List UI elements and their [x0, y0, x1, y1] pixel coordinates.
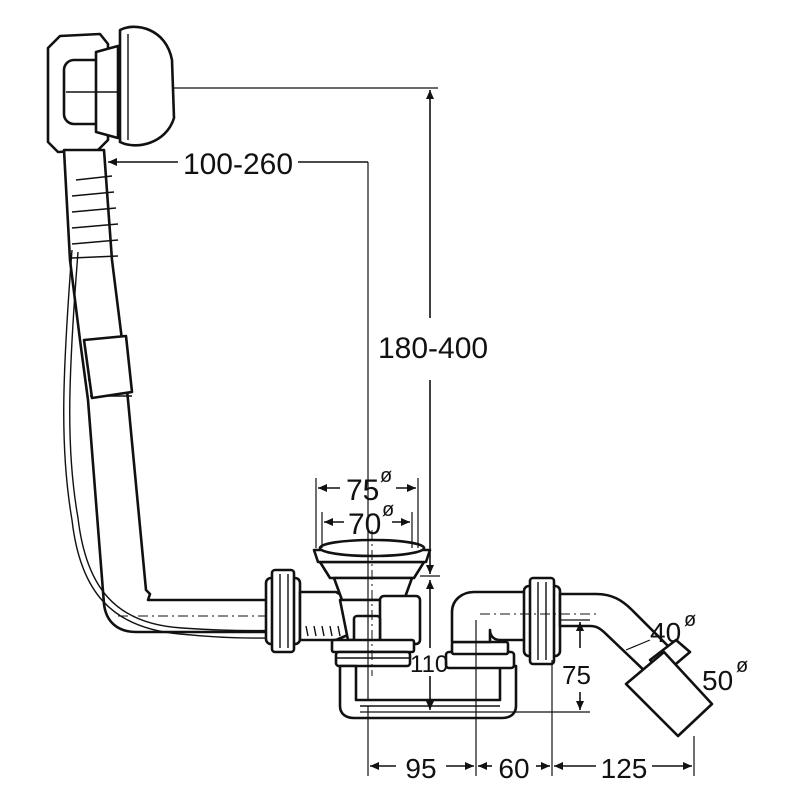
diameter-symbol-outlet-outer: ø — [736, 655, 748, 677]
outlet-elbow-pipe — [480, 592, 714, 738]
diameter-symbol-outlet-inner: ø — [684, 609, 696, 631]
label-dist-a: 95 — [405, 753, 436, 784]
label-outlet-height: 75 — [562, 660, 591, 690]
label-plug-inner: 70 — [348, 508, 381, 541]
label-plug-outer: 75 — [346, 474, 379, 507]
plug-assembly — [312, 530, 432, 676]
dimension-overflow-reach: 100-260 — [108, 148, 369, 700]
outlet-coupling-nut — [522, 576, 562, 666]
diameter-symbol-plug-outer: ø — [380, 465, 392, 487]
label-overflow-height: 180-400 — [378, 332, 488, 365]
dimension-outlet-outer: 50 ø — [702, 655, 748, 696]
diameter-symbol-plug-inner: ø — [382, 499, 394, 521]
dimension-plug-inner: 70 ø — [321, 499, 413, 548]
label-dist-b: 60 — [498, 753, 529, 784]
label-outlet-inner: 40 — [650, 617, 681, 648]
overflow-hose — [62, 148, 341, 639]
dimension-outlet-height: 75 — [560, 619, 591, 710]
label-trap-depth: 110 — [410, 651, 448, 678]
dimension-plug-outer: 75 ø — [315, 465, 419, 548]
label-outlet-outer: 50 — [702, 665, 733, 696]
label-dist-c: 125 — [601, 753, 648, 784]
dimension-chain-bottom: 95 60 125 — [367, 620, 695, 784]
trap-body — [338, 590, 528, 720]
dimension-overflow-height: 180-400 — [172, 87, 488, 577]
label-overflow-reach: 100-260 — [183, 148, 293, 181]
left-coupling-nut — [264, 568, 302, 654]
dimension-outlet-inner: 40 ø — [625, 609, 696, 651]
overflow-head — [46, 25, 176, 154]
